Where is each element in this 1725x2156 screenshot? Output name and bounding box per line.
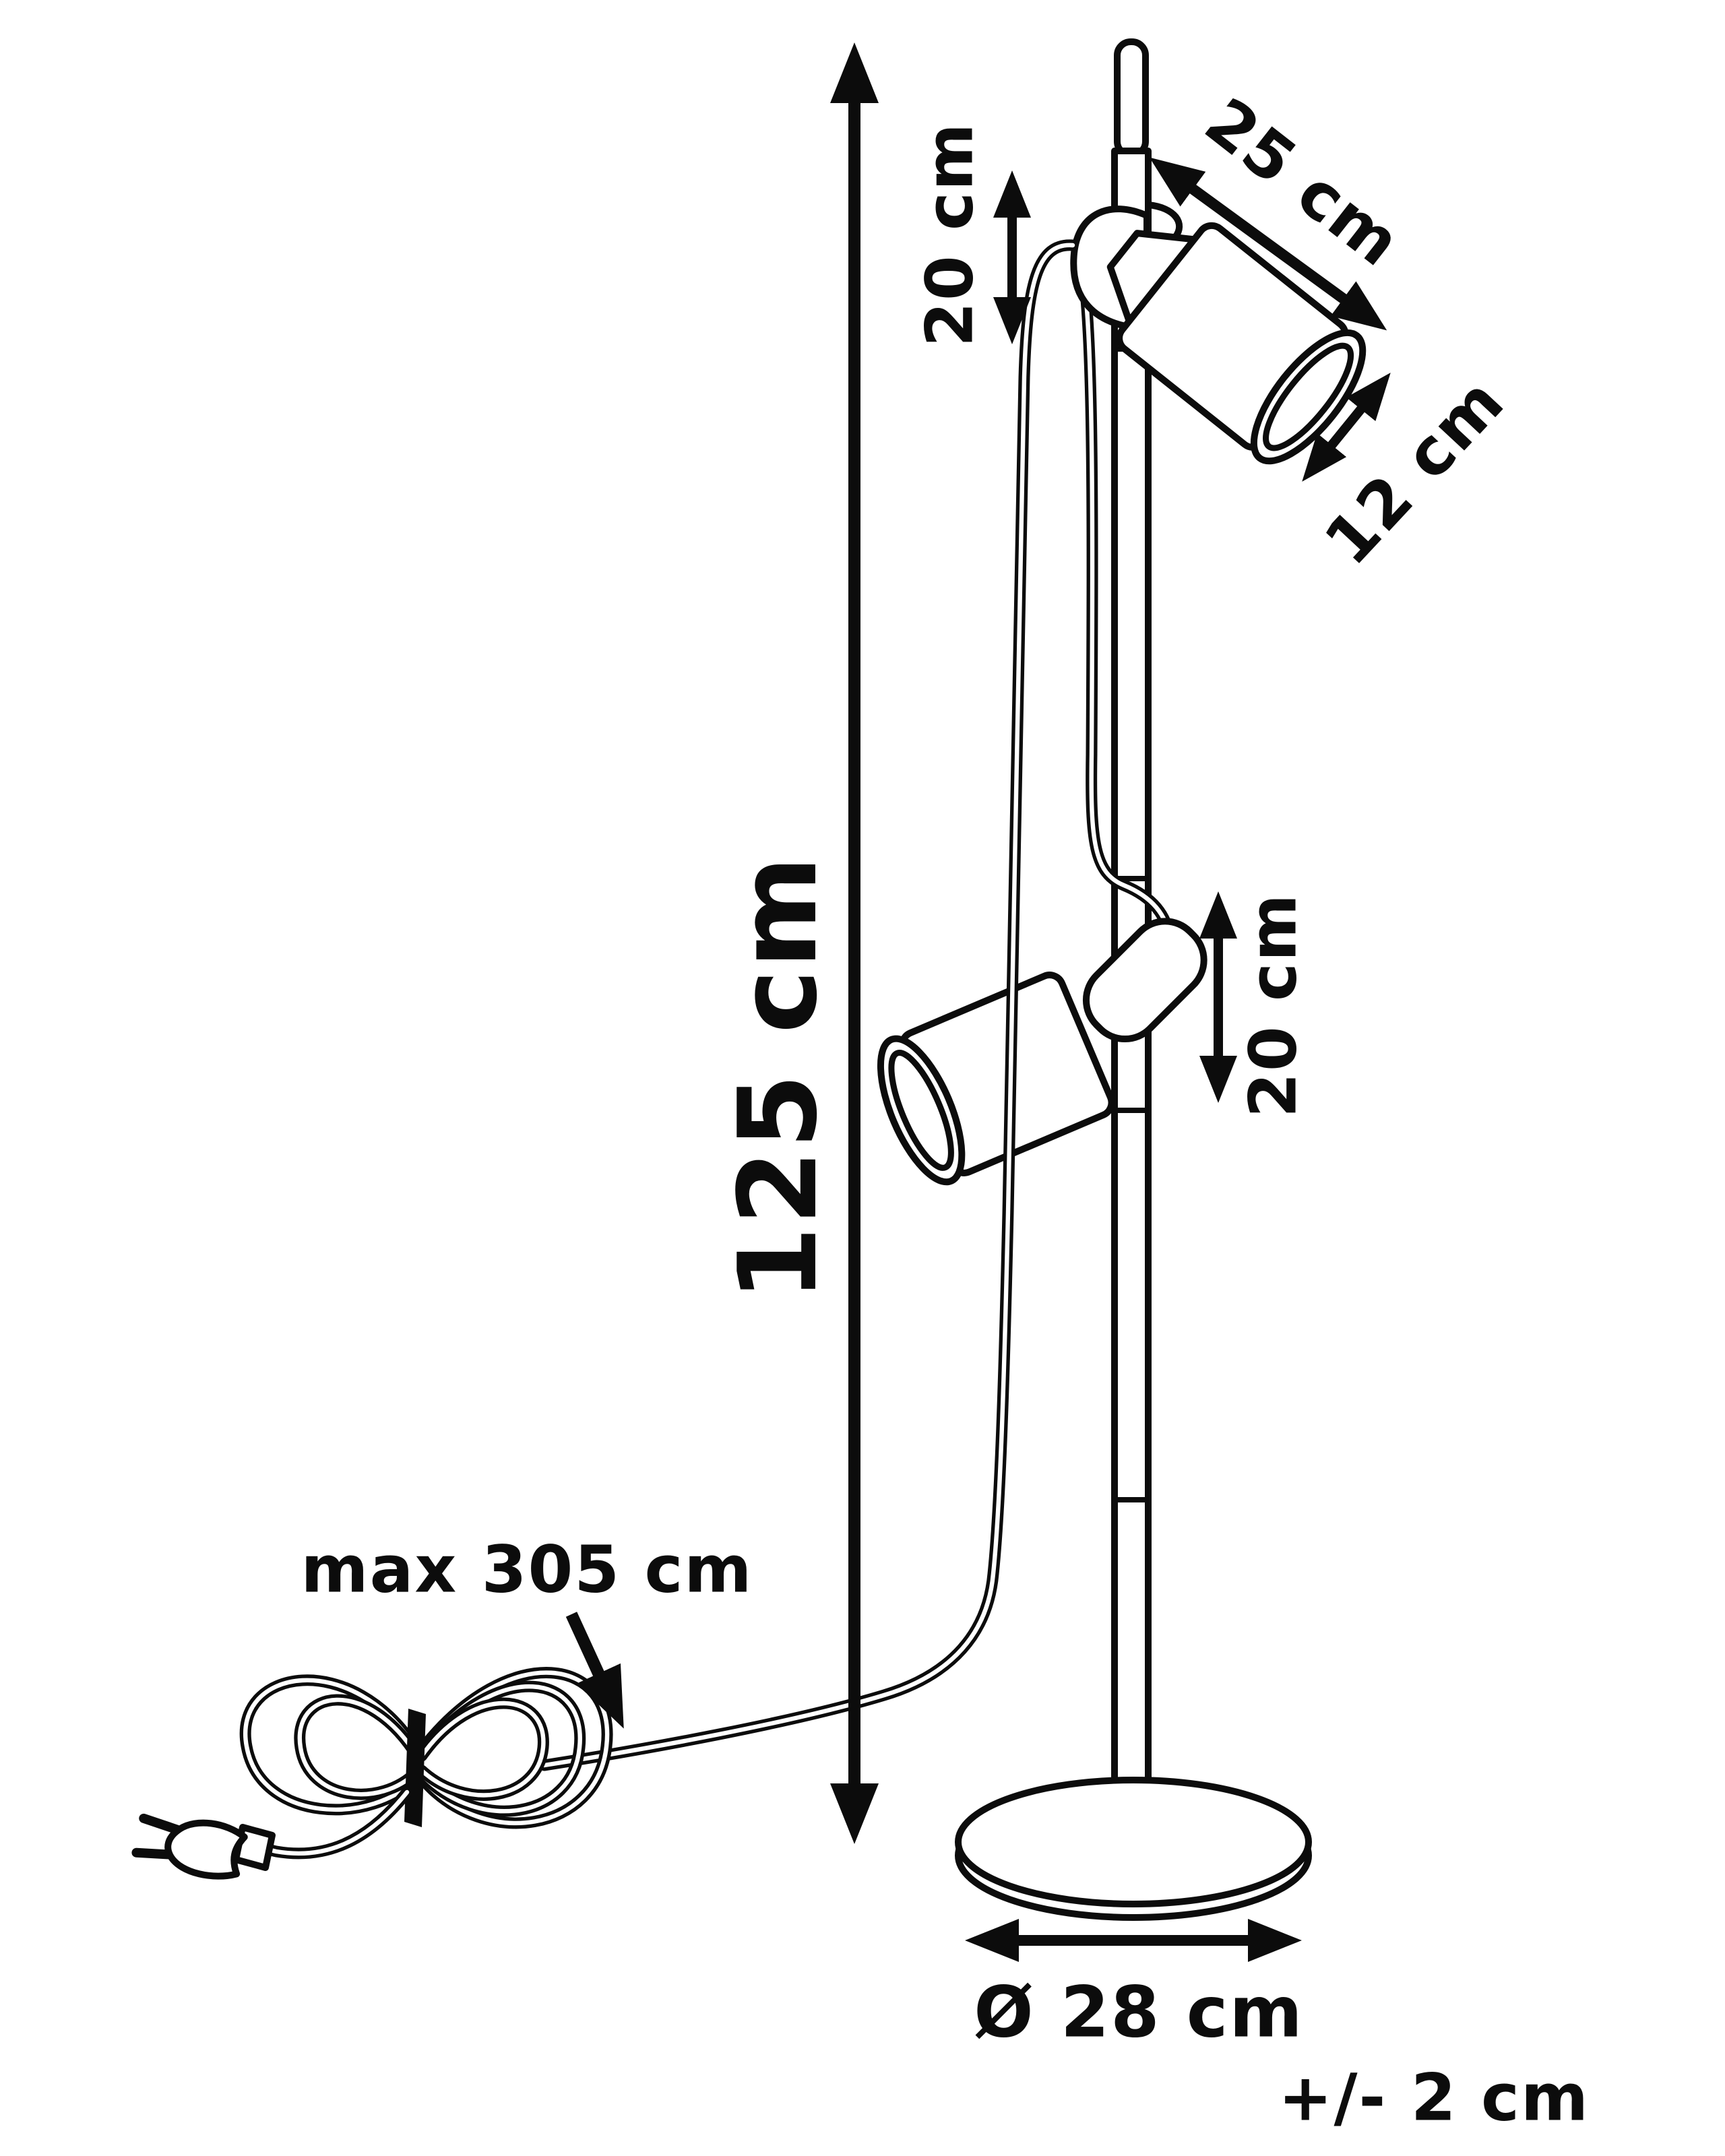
dim-upper-section-label: 20 cm: [912, 122, 987, 347]
dim-cable-length-label: max 305 cm: [301, 1531, 753, 1607]
bow-loop-core: [243, 1678, 422, 1812]
pole-finial: [1114, 38, 1149, 158]
bow-loop-core: [420, 1670, 610, 1826]
bow-loop-core: [419, 1701, 546, 1798]
lower-head-arm: [1082, 918, 1208, 1043]
bow-loop-core: [420, 1684, 582, 1814]
plug-body: [164, 1819, 248, 1880]
bow-knot: [404, 1709, 426, 1827]
base-disc: [955, 1777, 1312, 1921]
internal-cable: [1071, 245, 1176, 945]
base-top-face: [955, 1777, 1312, 1907]
bow-loop-core: [297, 1697, 420, 1797]
dim-lower-section-label: 20 cm: [1235, 893, 1311, 1118]
dim-head-diameter-arrow: [1302, 373, 1391, 482]
lower-head-opening: [877, 1035, 966, 1186]
plug-prong: [139, 1813, 182, 1835]
dim-base-diameter-label: Ø 28 cm: [974, 1971, 1304, 2053]
arm-cylinder: [1082, 918, 1208, 1043]
lower-spot-head: [877, 972, 1115, 1186]
tolerance-note: +/- 2 cm: [1278, 2060, 1590, 2135]
lower-head-rim: [888, 1050, 954, 1171]
cord-bow: [239, 1667, 613, 1829]
plug-prong: [131, 1847, 177, 1860]
plug-assembly: [131, 1786, 413, 1880]
power-plug: [131, 1813, 248, 1880]
dim-head-length-arrow: [1149, 157, 1387, 331]
cable-run-core: [1074, 248, 1172, 942]
dim-height-label: 125 cm: [715, 854, 841, 1301]
dim-cable-length-arrow: [565, 1612, 624, 1729]
